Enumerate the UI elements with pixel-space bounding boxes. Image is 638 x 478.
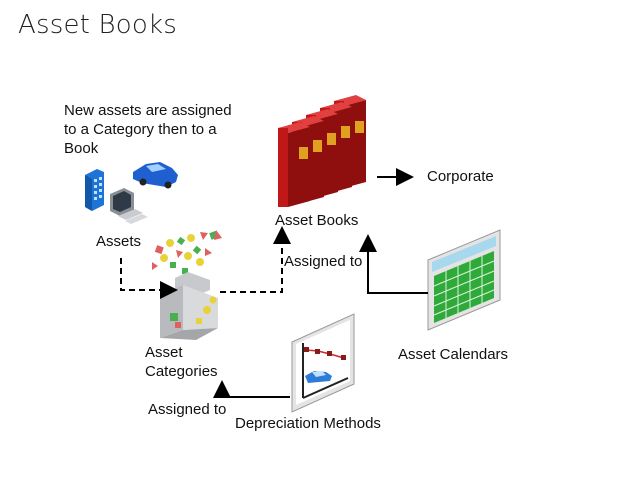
connector-depreciation-to-categories: [213, 380, 290, 398]
assets-icon: [85, 162, 178, 224]
intro-line-1: New assets are assigned: [64, 102, 232, 119]
assigned-to-books-label: Assigned to: [284, 253, 363, 270]
intro-line-2: to a Category then to a: [64, 121, 217, 138]
assets-label: Assets: [96, 233, 142, 250]
calendar-icon: [427, 229, 501, 331]
depreciation-chart-icon: [291, 313, 355, 413]
assigned-to-categories-label: Assigned to: [148, 401, 227, 418]
asset-calendars-label: Asset Calendars: [398, 346, 509, 363]
corporate-label: Corporate: [427, 168, 494, 185]
asset-categories-label-line2: Categories: [145, 363, 218, 380]
intro-line-3: Book: [64, 140, 99, 157]
categories-icon: [152, 230, 222, 340]
depreciation-methods-label: Depreciation Methods: [235, 415, 381, 432]
connector-assets-to-categories: [120, 258, 178, 299]
car-icon: [133, 162, 178, 189]
connector-calendars-to-books: [359, 234, 428, 294]
asset-books-label: Asset Books: [275, 212, 359, 229]
falling-items: [152, 230, 222, 274]
book: [278, 122, 310, 207]
intro-text: New assets are assigned to a Category th…: [64, 101, 264, 158]
books-stack-icon: [278, 95, 366, 207]
asset-categories-label-line1: Asset: [145, 344, 183, 361]
connector-categories-to-books: [220, 226, 291, 293]
computer-icon: [110, 188, 148, 224]
page-title: Asset Books: [18, 10, 177, 40]
building-icon: [85, 169, 104, 211]
